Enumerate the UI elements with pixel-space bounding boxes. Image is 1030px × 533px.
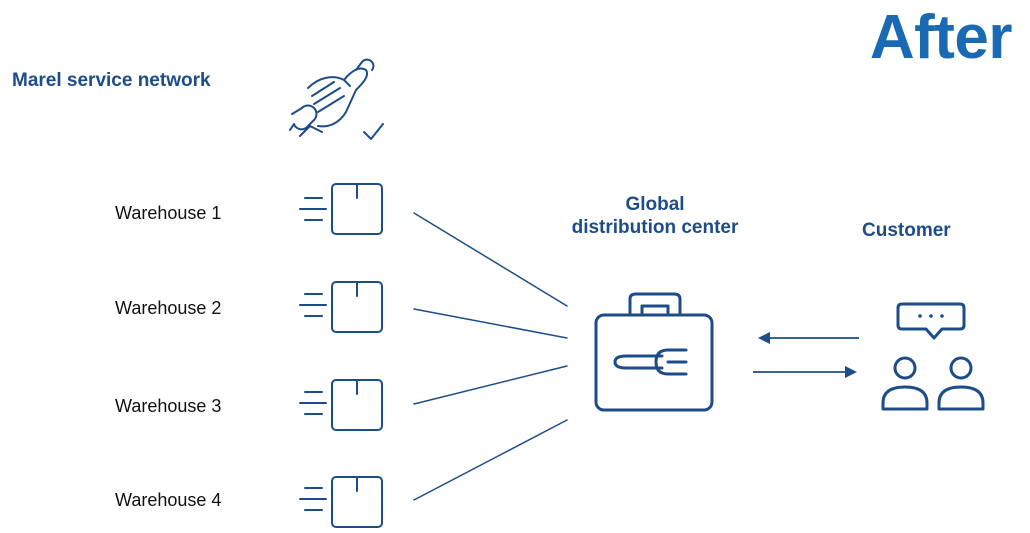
- connector-line-1: [413, 212, 568, 307]
- box-icon-4: [299, 476, 383, 528]
- toolbox-wrench-icon: [594, 292, 714, 412]
- chat-dots: [918, 314, 944, 318]
- box-icon-1: [299, 183, 383, 235]
- connector-line-4: [413, 419, 568, 501]
- arrow-left-icon: [758, 332, 859, 344]
- warehouse-label-3: Warehouse 3: [115, 396, 222, 416]
- distribution-center-label-line1: Global: [625, 194, 685, 215]
- connector-line-3: [413, 365, 568, 405]
- distribution-center-label-line2: distribution center: [571, 217, 739, 238]
- connector-line-2: [413, 308, 568, 339]
- customer-label: Customer: [862, 220, 951, 241]
- warehouse-label-4: Warehouse 4: [115, 490, 222, 510]
- page-title: After: [869, 3, 1013, 72]
- wrench-hand-check-icon: [289, 58, 384, 140]
- customer-chat-icon: [881, 302, 985, 411]
- warehouse-label-2: Warehouse 2: [115, 298, 222, 318]
- box-icon-3: [299, 379, 383, 431]
- warehouse-label-1: Warehouse 1: [115, 203, 222, 223]
- arrow-right-icon: [753, 366, 857, 378]
- service-network-label: Marel service network: [12, 70, 211, 91]
- box-icon-2: [299, 281, 383, 333]
- distribution-center-label: Global distribution center: [530, 193, 780, 239]
